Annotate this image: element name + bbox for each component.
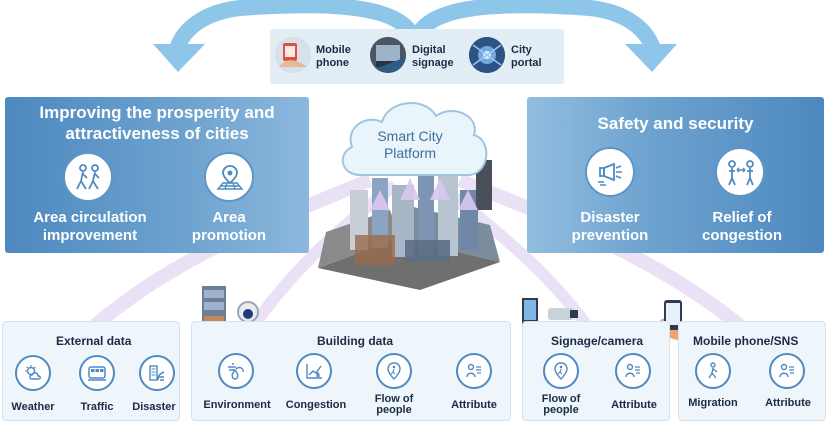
building [392,185,414,257]
disaster-icon [139,355,175,391]
flow-pin-icon [376,353,412,389]
people-walking-icon [63,152,113,202]
building [355,235,395,265]
source-item-label: Disaster [132,401,176,413]
distribution-arrows [153,0,677,72]
attribute-icon [615,353,651,389]
migration-icon [695,353,731,389]
environment-icon [218,353,254,389]
arrow-left-head [153,44,205,72]
congestion-icon [296,353,332,389]
arrow-left [170,0,418,54]
source-title: Mobile phone/SNS [693,334,799,348]
up-arrow [370,190,390,210]
building [476,160,492,210]
source-item-label: Attribute [611,399,657,411]
city-block [318,238,500,290]
source-item-label: Migration [688,397,738,409]
up-arrow [430,178,450,200]
city-portal-icon [469,37,505,73]
train-icon [79,355,115,391]
mobile-sns-box: Mobile phone/SNS Migration Attribute [678,321,826,421]
source-item-label: Attribute [765,397,811,409]
source-title: External data [56,334,132,348]
source-item-label: Congestion [285,399,347,411]
building [418,170,434,255]
megaphone-icon [585,147,635,197]
people-distance-icon [715,147,765,197]
source-title: Signage/camera [551,334,644,348]
signage-camera-icon [522,298,578,328]
cloud-shape [341,102,488,176]
up-arrow [458,190,478,210]
flow-pin-icon [543,353,579,389]
building-data-box: Building data Environment Congestion Flo… [191,321,511,421]
building [372,178,388,248]
digital-signage-icon [370,37,406,73]
weather-icon [15,355,51,391]
map-pin-icon [204,152,254,202]
source-item-label: Traffic [80,401,114,413]
building [405,240,450,262]
mobile-phone-icon [275,37,311,73]
arrow-right [412,0,660,54]
source-item-label: Weather [11,401,55,413]
source-item-label: Environment [203,399,271,411]
source-item-label: Attribute [451,399,497,411]
up-arrow [400,178,420,200]
attribute-icon [769,353,805,389]
source-title: Building data [317,334,393,348]
arrow-right-head [625,44,677,72]
safety-title: Safety and security [597,114,754,133]
external-data-box: External data Weather Traffic Disaster [2,321,180,421]
attribute-icon [456,353,492,389]
